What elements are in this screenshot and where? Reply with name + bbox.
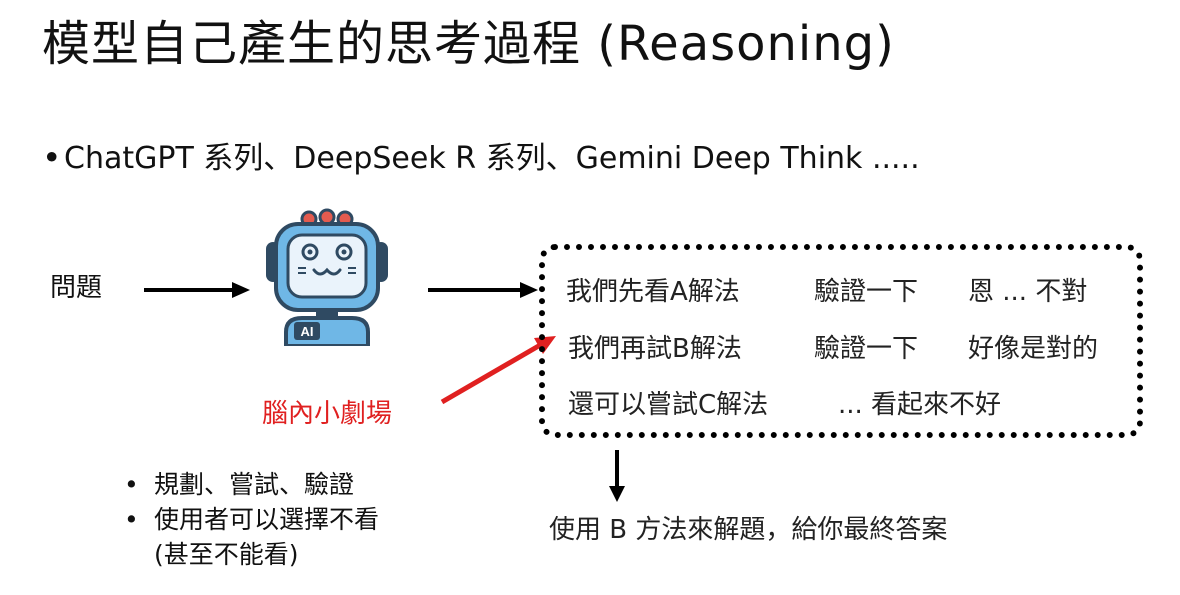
- notes-item-text: (甚至不能看): [154, 540, 299, 569]
- notes-item: • 規劃、嘗試、驗證: [124, 467, 379, 502]
- subtitle-text: ChatGPT 系列、DeepSeek R 系列、Gemini Deep Thi…: [64, 141, 920, 176]
- notes-bullet: •: [124, 470, 139, 499]
- reasoning-box: [539, 244, 1143, 438]
- box-line-1-verify: 驗證一下: [814, 277, 919, 307]
- notes-item-text: 規劃、嘗試、驗證: [154, 470, 355, 499]
- box-line-2-verify: 驗證一下: [814, 334, 919, 364]
- box-line-2-step: 我們再試B解法: [568, 334, 742, 364]
- box-line-2-result: 好像是對的: [968, 334, 1099, 364]
- box-line-3-step: 還可以嘗試C解法: [568, 390, 769, 420]
- final-answer: 使用 B 方法來解題，給你最終答案: [549, 515, 948, 545]
- notes-list: • 規劃、嘗試、驗證 • 使用者可以選擇不看 (甚至不能看): [124, 467, 379, 572]
- notes-item: • 使用者可以選擇不看: [124, 502, 379, 537]
- robot-ai-icon: AI: [266, 208, 388, 346]
- subtitle-bullet: •: [42, 138, 62, 177]
- box-line-3-result: ... 看起來不好: [838, 390, 1002, 420]
- arrow-box-to-answer: [609, 450, 625, 502]
- brain-theater-label: 腦內小劇場: [262, 399, 393, 429]
- arrow-question-to-robot: [144, 282, 250, 298]
- question-label: 問題: [50, 273, 103, 303]
- notes-item-continuation: (甚至不能看): [154, 537, 379, 572]
- slide-title: 模型自己產生的思考過程 (Reasoning): [42, 16, 895, 72]
- arrow-robot-to-box: [428, 282, 538, 298]
- notes-bullet: •: [124, 505, 139, 534]
- robot-badge-label: AI: [301, 324, 314, 339]
- box-line-1-result: 恩 ... 不對: [968, 277, 1088, 307]
- box-line-1-step: 我們先看A解法: [566, 277, 740, 307]
- notes-item-text: 使用者可以選擇不看: [154, 505, 380, 534]
